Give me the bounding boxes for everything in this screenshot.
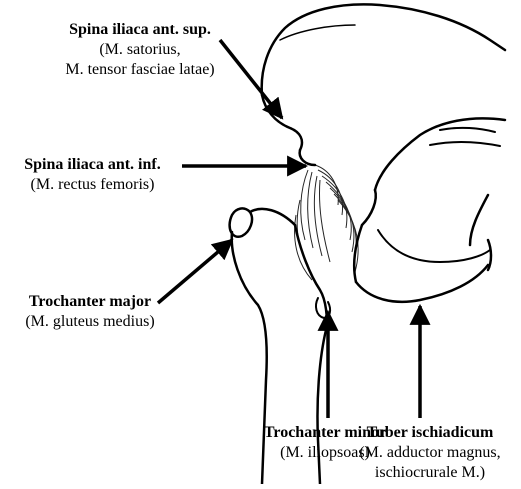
label-spina-inf-title: Spina iliaca ant. inf.	[0, 155, 185, 175]
label-spina-sup: Spina iliaca ant. sup. (M. satorius, M. …	[40, 20, 240, 80]
label-tuber-title: Tuber ischiadicum	[340, 423, 520, 443]
label-spina-sup-title: Spina iliaca ant. sup.	[40, 20, 240, 40]
label-tuber: Tuber ischiadicum (M. adductor magnus, i…	[340, 423, 520, 483]
label-tuber-line1: (M. adductor magnus,	[340, 443, 520, 463]
label-spina-inf: Spina iliaca ant. inf. (M. rectus femori…	[0, 155, 185, 195]
label-troch-major-title: Trochanter major	[0, 292, 180, 312]
ilium-hatching	[295, 165, 359, 280]
label-troch-major: Trochanter major (M. gluteus medius)	[0, 292, 180, 332]
label-troch-major-line1: (M. gluteus medius)	[0, 312, 180, 332]
label-tuber-line2: ischiocrurale M.)	[340, 463, 520, 483]
ischium-outline	[354, 190, 491, 302]
label-spina-sup-line1: (M. satorius,	[40, 40, 240, 60]
label-spina-inf-line1: (M. rectus femoris)	[0, 175, 185, 195]
ilium-outline	[262, 4, 505, 190]
pointer-arrows	[158, 40, 420, 418]
label-spina-sup-line2: M. tensor fasciae latae)	[40, 60, 240, 80]
